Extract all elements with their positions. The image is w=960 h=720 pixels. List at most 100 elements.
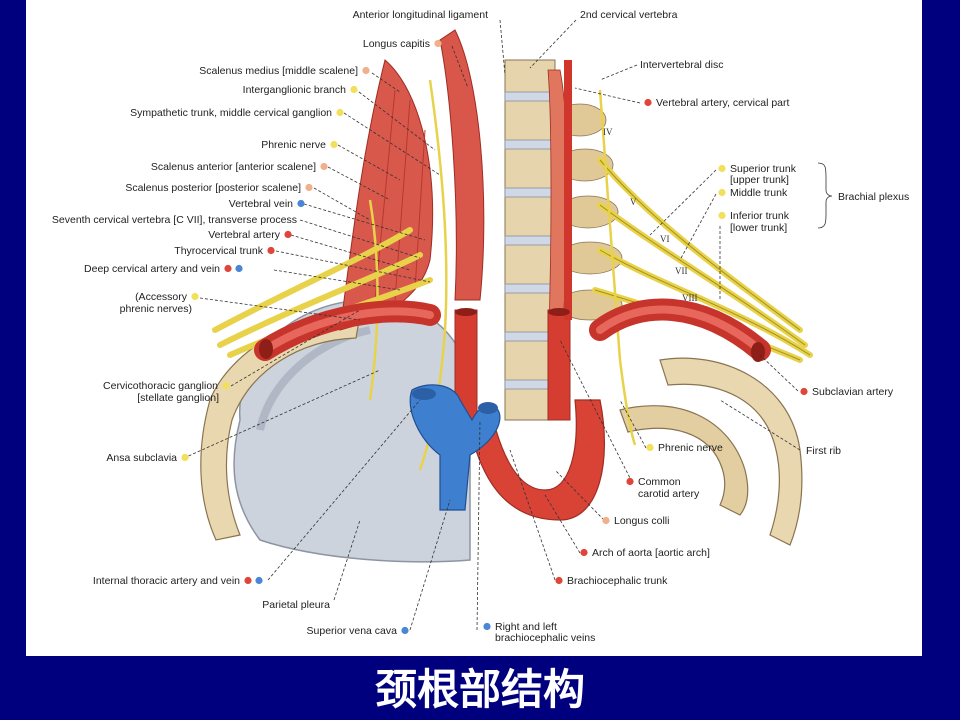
label-seventh-cervical-vertebra: Seventh cervical vertebra [C VII], trans… — [52, 214, 297, 226]
numeral-iv: IV — [603, 127, 613, 137]
artery-dot — [555, 576, 563, 585]
label-text-interganglionic-branch: Interganglionic branch — [243, 84, 346, 96]
label-deep-cervical-artery-vein: Deep cervical artery and vein — [84, 263, 243, 275]
label-text-sympathetic-trunk: Sympathetic trunk, middle cervical gangl… — [130, 107, 332, 119]
numeral-viii: VIII — [682, 293, 698, 303]
label-text-ansa-subclavia: Ansa subclavia — [106, 452, 177, 464]
vein-dot — [235, 264, 243, 273]
label-text-cervicothoracic-ganglion-sub: [stellate ganglion] — [137, 392, 219, 404]
label-superior-trunk-sub: [upper trunk] — [730, 174, 789, 186]
label-common-carotid-artery: Common — [626, 476, 681, 488]
artery-opening-subclavian-left — [259, 339, 273, 359]
label-cervicothoracic-ganglion: Cervicothoracic ganglion — [103, 380, 230, 392]
label-text-superior-trunk: Superior trunk — [730, 163, 797, 175]
label-accessory-phrenic-nerves-sub: phrenic nerves) — [120, 303, 192, 315]
label-text-first-rib: First rib — [806, 445, 841, 457]
label-text-common-carotid-artery-sub: carotid artery — [638, 488, 700, 500]
label-brachiocephalic-veins-sub: brachiocephalic veins — [495, 632, 595, 644]
label-text-second-cervical-vertebra: 2nd cervical vertebra — [580, 9, 678, 21]
artery-dot — [284, 230, 292, 239]
label-text-arch-of-aorta: Arch of aorta [aortic arch] — [592, 547, 710, 559]
label-text-brachiocephalic-trunk: Brachiocephalic trunk — [567, 575, 668, 587]
label-brachial-plexus: Brachial plexus — [838, 191, 909, 203]
label-common-carotid-artery-sub: carotid artery — [638, 488, 700, 500]
label-longus-colli: Longus colli — [602, 515, 669, 527]
brachial-plexus-bracket — [817, 162, 833, 229]
label-text-scalenus-anterior: Scalenus anterior [anterior scalene] — [151, 161, 316, 173]
label-text-cervicothoracic-ganglion: Cervicothoracic ganglion — [103, 380, 218, 392]
label-text-internal-thoracic-artery-vein: Internal thoracic artery and vein — [93, 575, 240, 587]
label-brachiocephalic-veins: Right and left — [483, 621, 557, 633]
numeral-vii: VII — [675, 266, 688, 276]
label-second-cervical-vertebra: 2nd cervical vertebra — [580, 9, 678, 21]
nerve-dot — [350, 85, 358, 94]
aortic-arch-shape — [469, 399, 606, 521]
muscle-dot — [320, 162, 328, 171]
label-vertebral-artery-cervical-part: Vertebral artery, cervical part — [644, 97, 790, 109]
label-text-superior-trunk-sub: [upper trunk] — [730, 174, 789, 186]
leader-lines — [183, 19, 801, 631]
label-text-brachial-plexus: Brachial plexus — [838, 191, 909, 203]
label-text-thyrocervical-trunk: Thyrocervical trunk — [174, 245, 263, 257]
vein-dot — [483, 622, 491, 631]
subclavian-artery-right-highlight — [596, 305, 764, 354]
label-text-intervertebral-disc: Intervertebral disc — [640, 59, 723, 71]
vein-dot — [401, 626, 409, 635]
longus-capitis-shape — [439, 29, 485, 301]
label-text-deep-cervical-artery-vein: Deep cervical artery and vein — [84, 263, 220, 275]
label-text-common-carotid-artery: Common — [638, 476, 681, 488]
label-text-inferior-trunk: Inferior trunk — [730, 210, 790, 222]
artery-opening-carotid-left — [455, 308, 477, 316]
vein-opening-right — [478, 402, 498, 414]
nerve-dot — [336, 108, 344, 117]
label-text-seventh-cervical-vertebra: Seventh cervical vertebra [C VII], trans… — [52, 214, 297, 226]
artery-dot — [800, 387, 808, 396]
muscle-dot — [305, 183, 313, 192]
label-first-rib: First rib — [806, 445, 841, 457]
label-text-longus-capitis: Longus capitis — [363, 38, 430, 50]
label-anterior-longitudinal-ligament: Anterior longitudinal ligament — [353, 9, 488, 21]
label-text-superior-vena-cava: Superior vena cava — [307, 625, 398, 637]
artery-dot — [244, 576, 252, 585]
label-text-parietal-pleura: Parietal pleura — [262, 599, 330, 611]
label-text-scalenus-medius: Scalenus medius [middle scalene] — [199, 65, 358, 77]
label-superior-vena-cava: Superior vena cava — [307, 625, 409, 637]
nerve-dot — [718, 188, 726, 197]
label-text-vertebral-artery: Vertebral artery — [208, 229, 281, 241]
label-ansa-subclavia: Ansa subclavia — [106, 452, 189, 464]
nerve-dot — [330, 140, 338, 149]
label-text-middle-trunk: Middle trunk — [730, 187, 788, 199]
label-text-brachiocephalic-veins: Right and left — [495, 621, 557, 633]
nerve-dot — [191, 292, 199, 301]
vein-dot — [297, 199, 305, 208]
label-text-longus-colli: Longus colli — [614, 515, 669, 527]
artery-dot — [644, 98, 652, 107]
label-vertebral-vein: Vertebral vein — [229, 198, 305, 210]
label-inferior-trunk-sub: [lower trunk] — [730, 222, 787, 234]
first-rib-shape — [659, 357, 803, 546]
nerve-dot — [222, 381, 230, 390]
label-text-accessory-phrenic-nerves: (Accessory — [135, 291, 188, 303]
label-scalenus-posterior: Scalenus posterior [posterior scalene] — [125, 182, 313, 194]
label-scalenus-anterior: Scalenus anterior [anterior scalene] — [151, 161, 328, 173]
slide-title: 颈根部结构 — [374, 665, 585, 714]
label-text-brachiocephalic-veins-sub: brachiocephalic veins — [495, 632, 595, 644]
label-thyrocervical-trunk: Thyrocervical trunk — [174, 245, 275, 257]
label-accessory-phrenic-nerves: (Accessory — [135, 291, 199, 303]
label-inferior-trunk: Inferior trunk — [718, 210, 790, 222]
label-vertebral-artery: Vertebral artery — [208, 229, 292, 241]
label-text-accessory-phrenic-nerves-sub: phrenic nerves) — [120, 303, 192, 315]
brachiocephalic-veins-shape — [409, 384, 501, 511]
muscle-dot — [602, 516, 610, 525]
label-text-inferior-trunk-sub: [lower trunk] — [730, 222, 787, 234]
artery-dot — [224, 264, 232, 273]
label-text-vertebral-vein: Vertebral vein — [229, 198, 293, 210]
label-text-vertebral-artery-cervical-part: Vertebral artery, cervical part — [656, 97, 790, 109]
numeral-v: V — [630, 197, 637, 207]
muscle-dot — [434, 39, 442, 48]
subclavian-artery-left-highlight — [261, 307, 434, 354]
label-text-subclavian-artery: Subclavian artery — [812, 386, 894, 398]
vein-dot — [255, 576, 263, 585]
label-text-scalenus-posterior: Scalenus posterior [posterior scalene] — [125, 182, 301, 194]
label-sympathetic-trunk: Sympathetic trunk, middle cervical gangl… — [130, 107, 344, 119]
